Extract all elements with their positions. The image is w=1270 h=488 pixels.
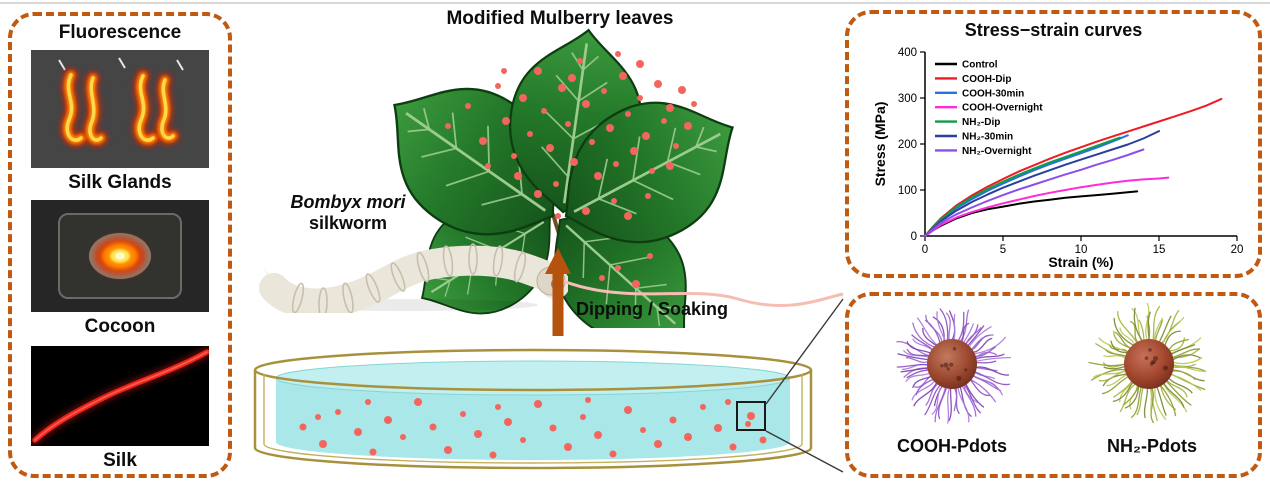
svg-text:10: 10 [1075,244,1088,256]
cooh-pdot-core-texture [940,347,968,381]
silkworm-illustration [259,243,568,313]
pdots-in-solution [299,397,767,459]
mulberry-title: Modified Mulberry leaves [446,8,674,29]
fluorescence-title: Fluorescence [58,22,182,43]
pdots-panel: COOH-Pdots NH₂-Pdots [845,292,1262,478]
worm-segments [291,243,527,313]
silk-glands-fluorescence-image [31,50,209,168]
svg-text:5: 5 [1000,244,1006,256]
nh2-pdot-core [1124,339,1174,389]
cocoon-fluorescence-image [31,200,209,312]
svg-text:Stress (MPa): Stress (MPa) [873,102,888,187]
silk-label: Silk [103,450,137,471]
svg-text:400: 400 [898,47,917,59]
cooh-pdots-label: COOH-Pdots [897,436,1007,456]
pdots-solution [275,360,791,460]
silk-fluorescence-image [31,346,209,446]
cocoon-label: Cocoon [84,316,156,337]
nh2-pdot-illustration [1088,302,1207,424]
nh2-pdot-core-texture [1144,348,1168,371]
fluorescence-panel: Fluorescence [8,12,232,478]
svg-text:15: 15 [1153,244,1166,256]
svg-text:NH₂-Overnight: NH₂-Overnight [962,146,1032,157]
svg-text:200: 200 [898,139,917,151]
svg-text:0: 0 [922,244,928,256]
pin-marks [58,57,184,71]
cooh-pdot-illustration [896,308,1011,424]
petri-dish-illustration [253,348,813,470]
process-label: Dipping / Soaking [576,299,728,319]
svg-text:20: 20 [1231,244,1244,256]
svg-text:Control: Control [962,60,998,71]
silk-glands-label: Silk Glands [68,172,172,193]
svg-text:0: 0 [911,231,917,243]
silkworm-caption: Bombyx mori silkworm [264,192,432,233]
silkworm-word: silkworm [308,212,388,233]
silkworm-species: Bombyx mori [290,192,406,212]
cocoon-glow [89,233,151,279]
svg-text:COOH-Dip: COOH-Dip [962,74,1011,85]
svg-text:NH₂-Dip: NH₂-Dip [962,117,1000,128]
nh2-pdots-label: NH₂-Pdots [1107,436,1197,456]
svg-text:NH₂-30min: NH₂-30min [962,132,1013,143]
svg-text:COOH-Overnight: COOH-Overnight [962,103,1043,114]
svg-text:Strain (%): Strain (%) [1048,254,1113,270]
zoom-region-box [736,401,766,431]
worm-body [259,245,568,313]
chart-title: Stress−strain curves [964,20,1143,40]
silk-fiber [31,346,209,446]
svg-text:COOH-30min: COOH-30min [962,88,1024,99]
top-divider [0,2,1270,4]
svg-text:100: 100 [898,185,917,197]
svg-text:300: 300 [898,93,917,105]
gland-glow-shapes [60,68,180,147]
